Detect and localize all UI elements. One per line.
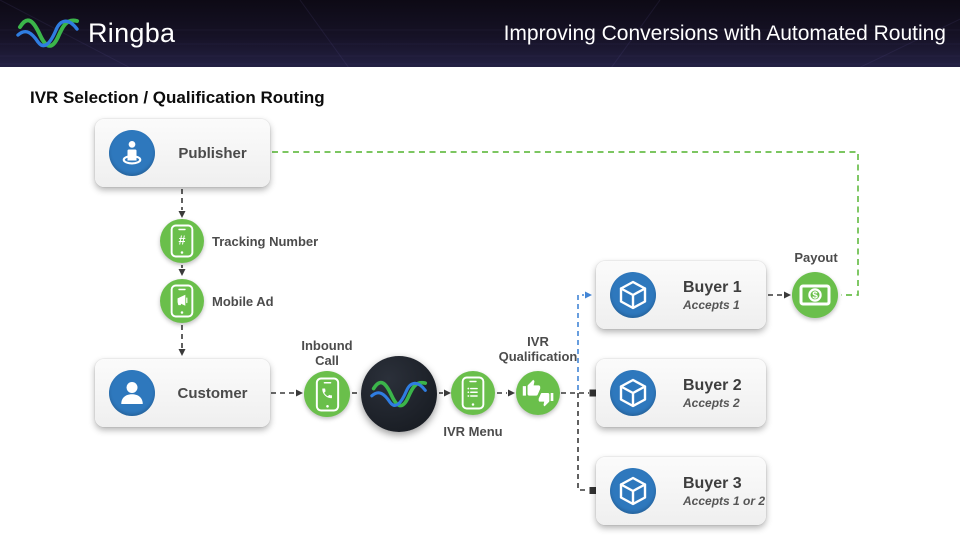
node-ringba-platform	[361, 356, 437, 432]
node-tracking-number: #	[160, 219, 204, 263]
svg-text:$: $	[812, 291, 818, 302]
buyer-subtitle: Accepts 1	[683, 297, 740, 312]
svg-text:#: #	[179, 234, 186, 248]
buyer-text: Buyer 3 Accepts 1 or 2	[683, 475, 765, 508]
node-buyer-1: Buyer 1 Accepts 1	[596, 261, 766, 329]
money-bill-icon: $	[799, 284, 831, 306]
person-pin-icon	[122, 141, 142, 165]
brand: Ringba	[16, 7, 175, 59]
node-publisher: Publisher	[95, 119, 270, 187]
arrowhead-right	[296, 389, 303, 397]
buyer-badge	[610, 272, 656, 318]
label-tracking-number: Tracking Number	[212, 234, 319, 249]
thumbs-up-down-icon	[522, 379, 554, 407]
buyer-subtitle: Accepts 1 or 2	[683, 493, 766, 508]
header-bar: Ringba Improving Conversions with Automa…	[0, 0, 960, 67]
phone-megaphone-icon	[170, 284, 194, 318]
phone-call-icon	[315, 377, 339, 411]
node-customer: Customer	[95, 359, 270, 427]
buyer-title: Buyer 2	[683, 376, 742, 394]
arrowhead-right	[508, 389, 515, 397]
node-buyer-2: Buyer 2 Accepts 2	[596, 359, 766, 427]
cube-icon	[619, 280, 647, 310]
person-icon	[121, 382, 143, 404]
cube-icon	[619, 378, 647, 408]
node-ivr-qualification	[516, 371, 560, 415]
buyer-text: Buyer 1 Accepts 1	[683, 279, 742, 312]
phone-hash-icon: #	[170, 224, 194, 258]
ringba-waveform-icon	[16, 18, 79, 48]
arrowhead-right	[784, 291, 791, 299]
page-title: IVR Selection / Qualification Routing	[30, 88, 325, 107]
phone-list-icon	[461, 376, 485, 410]
wire-publisher-payout	[272, 151, 859, 296]
wire-ivrqual-buyer3	[577, 393, 588, 491]
arrowhead-down	[178, 269, 186, 276]
cube-icon	[619, 476, 647, 506]
node-buyer-3: Buyer 3 Accepts 1 or 2	[596, 457, 766, 525]
label-payout: Payout	[794, 250, 838, 265]
node-ivr-menu	[451, 371, 495, 415]
publisher-label: Publisher	[178, 144, 247, 162]
brand-name: Ringba	[88, 17, 176, 48]
node-mobile-ad	[160, 279, 204, 323]
arrowhead-right-blue	[585, 291, 592, 299]
ringba-waveform-icon	[370, 380, 428, 408]
buyer-title: Buyer 1	[683, 278, 742, 296]
label-inbound-call: Inbound Call	[301, 338, 353, 368]
arrowhead-down	[178, 349, 186, 356]
slide-title: Improving Conversions with Automated Rou…	[503, 21, 946, 45]
label-ivr-qualification: IVR Qualification	[498, 334, 578, 364]
node-payout: $	[792, 272, 838, 318]
label-ivr-menu: IVR Menu	[443, 424, 503, 439]
node-inbound-call	[304, 371, 350, 417]
label-mobile-ad: Mobile Ad	[212, 294, 274, 309]
buyer-badge	[610, 370, 656, 416]
customer-badge	[109, 370, 155, 416]
arrowhead-down	[178, 211, 186, 218]
buyer-title: Buyer 3	[683, 474, 742, 492]
buyer-subtitle: Accepts 2	[683, 395, 740, 410]
header-grid-decoration	[0, 0, 960, 67]
arrowhead-right	[444, 389, 451, 397]
publisher-badge	[109, 130, 155, 176]
customer-label: Customer	[177, 384, 248, 402]
buyer-badge	[610, 468, 656, 514]
buyer-text: Buyer 2 Accepts 2	[683, 377, 742, 410]
